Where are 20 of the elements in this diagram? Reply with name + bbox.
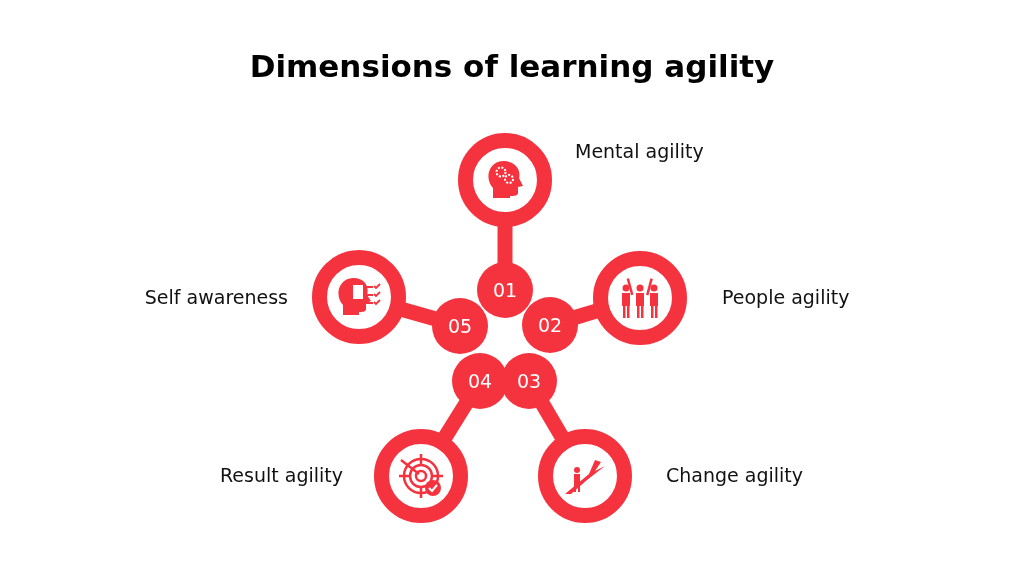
dimension-label: Result agility <box>220 464 343 486</box>
dimension-label: Mental agility <box>575 140 704 162</box>
connector-band <box>497 225 513 264</box>
connector-band <box>572 303 600 325</box>
connector-band <box>400 302 438 327</box>
number-circle <box>477 262 533 318</box>
title: Dimensions of learning agility <box>248 48 776 84</box>
step-number: 01 <box>492 279 518 301</box>
dimension-label: People agility <box>722 286 850 308</box>
step-number: 04 <box>467 370 493 392</box>
step-number: 05 <box>447 315 473 337</box>
number-circle <box>452 353 508 409</box>
connector-band <box>535 399 569 442</box>
dimension-label: Self awareness <box>144 286 288 308</box>
dimension-label: Change agility <box>666 464 804 486</box>
number-circle <box>432 298 488 354</box>
step-number: 03 <box>516 370 542 392</box>
connector-band <box>438 399 473 442</box>
number-circle <box>522 297 578 353</box>
step-number: 02 <box>537 314 563 336</box>
